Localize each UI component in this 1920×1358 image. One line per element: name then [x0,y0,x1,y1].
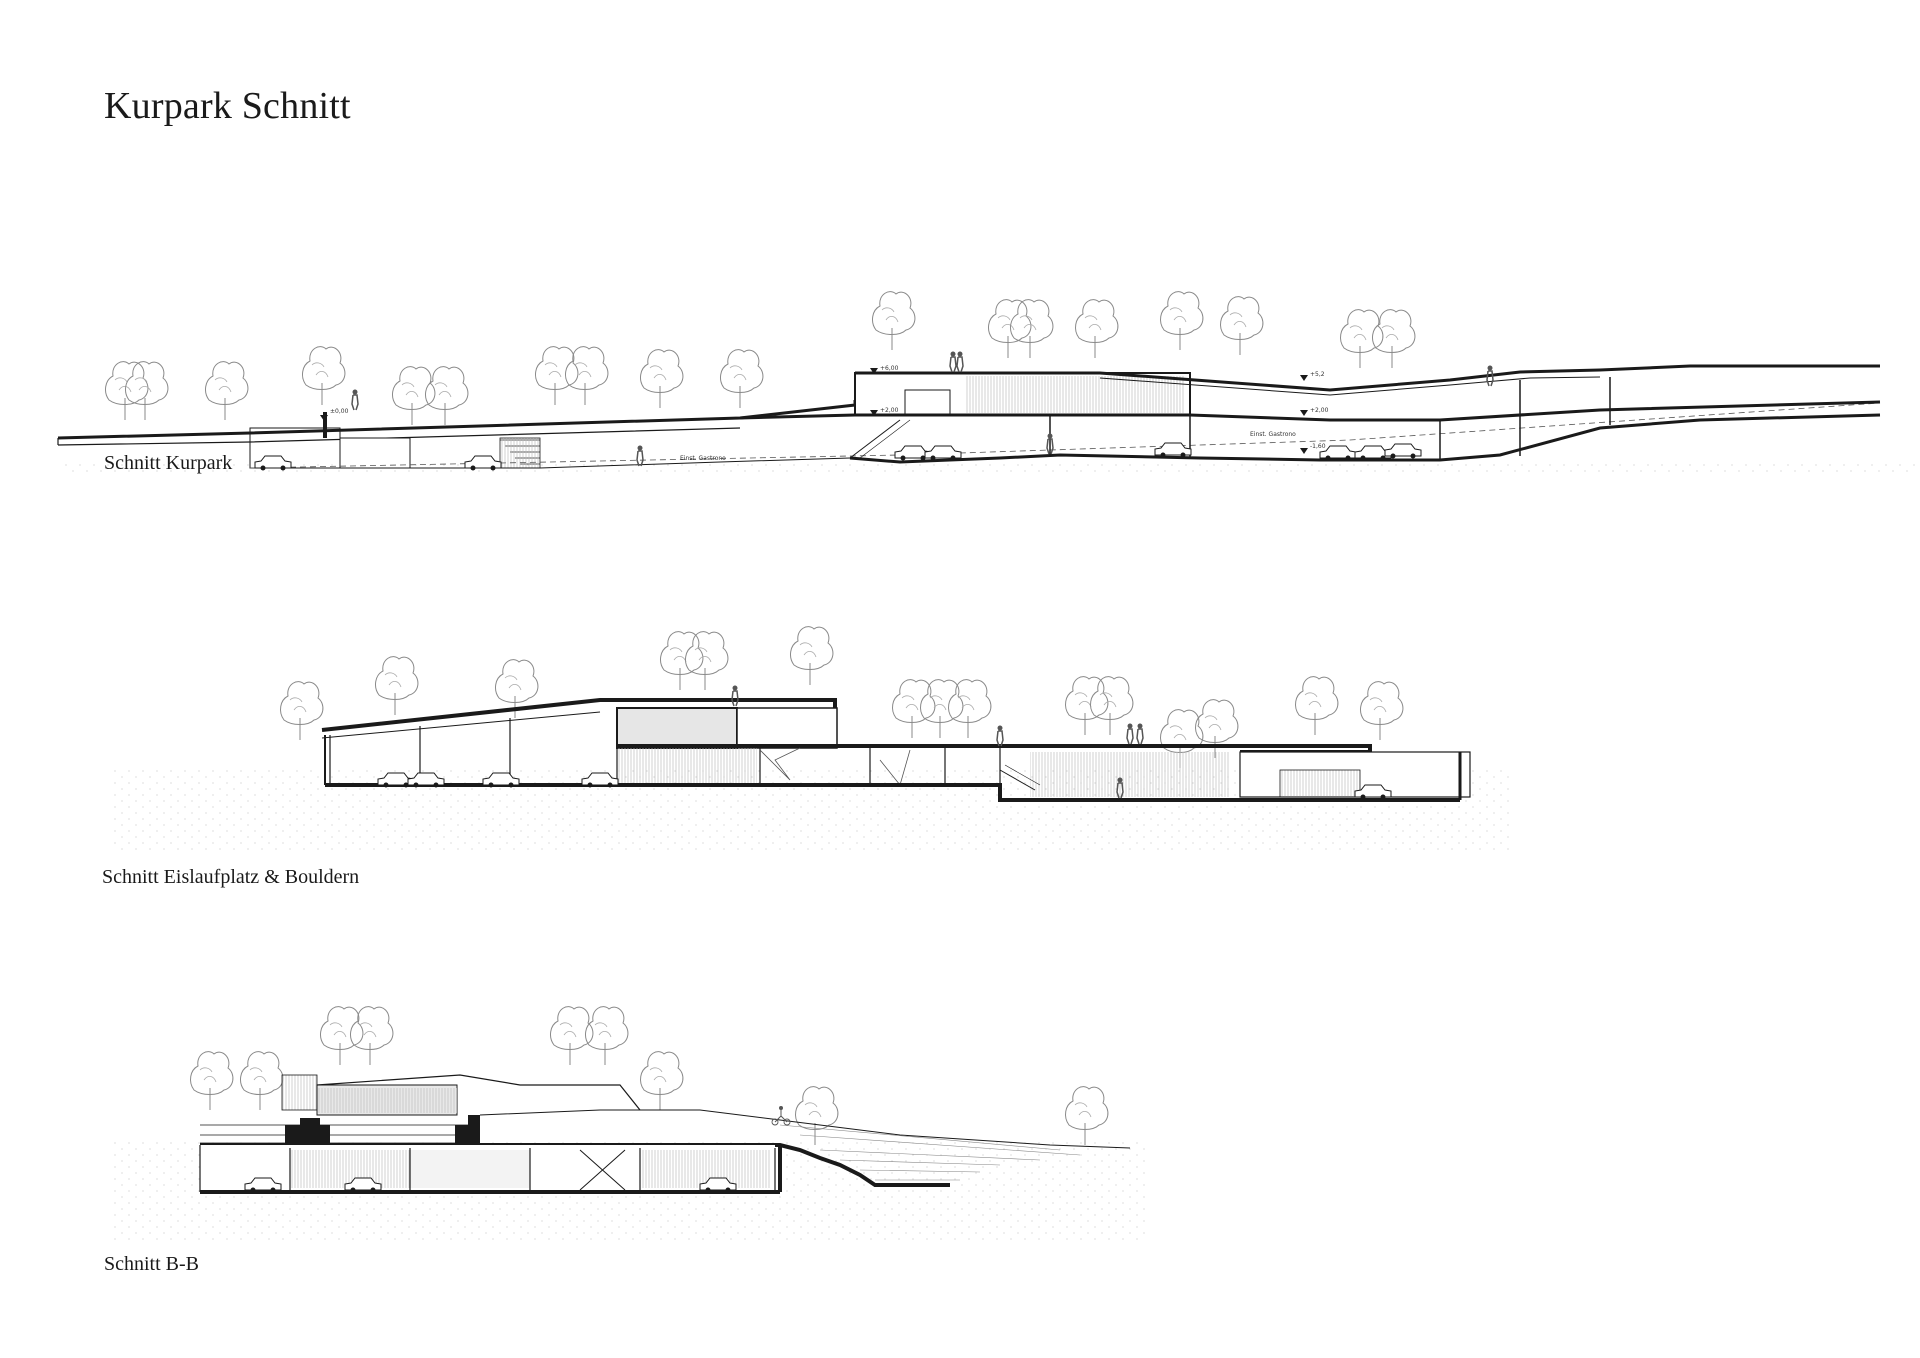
tree-row-b-b [190,1006,1109,1146]
page-title: Kurpark Schnitt [104,85,351,127]
section-kurpark: +6,00 +2,00 +2,00 ±0,00 +5,2 -1,60 Einst… [57,291,1920,476]
section-caption-eislaufplatz: Schnitt Eislaufplatz & Bouldern [102,866,360,888]
level-label: +2,00 [880,407,899,414]
level-label: +2,00 [1310,407,1329,414]
cyclist [771,1106,791,1126]
section-eislaufplatz [110,626,1510,850]
level-label: -1,60 [1310,443,1326,450]
room-note: Einst. Gastrono [680,455,726,462]
level-label: ±0,00 [330,408,349,415]
room-note: Einst. Gastrono [1250,431,1296,438]
level-markers-kurpark: +6,00 +2,00 +2,00 ±0,00 +5,2 -1,60 [320,365,1329,454]
level-label: +5,2 [1310,371,1325,378]
tree-row-kurpark [105,291,1416,426]
section-caption-b-b: Schnitt B-B [104,1253,200,1275]
section-caption-kurpark: Schnitt Kurpark [104,452,233,474]
level-label: +6,00 [880,365,899,372]
section-b-b [110,1006,1150,1240]
